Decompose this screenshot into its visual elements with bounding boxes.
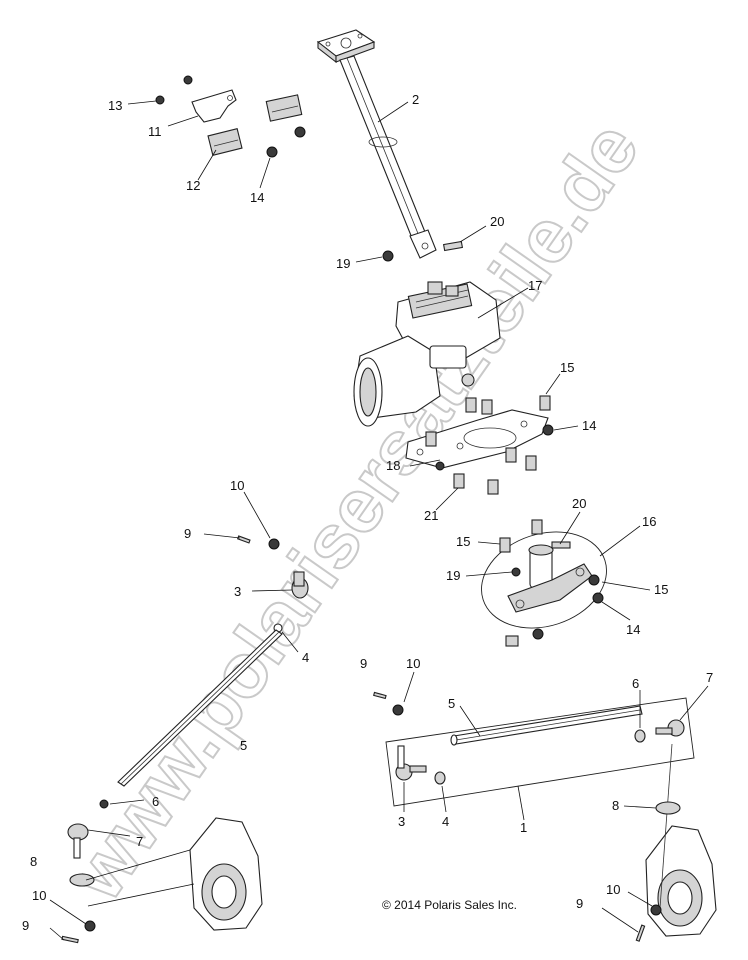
callout-15: 15 (456, 534, 470, 549)
callout-19: 19 (446, 568, 460, 583)
callout-7: 7 (706, 670, 713, 685)
callout-3: 3 (398, 814, 405, 829)
callout-19: 19 (336, 256, 350, 271)
callout-9: 9 (576, 896, 583, 911)
watermark: www.polarisersatzteile.de (54, 107, 656, 915)
steering-column (316, 29, 437, 259)
callout-3: 3 (234, 584, 241, 599)
callout-16: 16 (642, 514, 656, 529)
callout-17: 17 (528, 278, 542, 293)
callout-15: 15 (654, 582, 668, 597)
left-knuckle (61, 817, 263, 944)
right-knuckle (635, 743, 717, 942)
bolt-20 (442, 240, 464, 252)
callout-10: 10 (406, 656, 420, 671)
pitman-arm-assembly (481, 519, 607, 647)
mounting-plate (405, 395, 554, 495)
copyright-notice: © 2014 Polaris Sales Inc. (382, 898, 517, 912)
callout-15: 15 (560, 360, 574, 375)
callout-21: 21 (424, 508, 438, 523)
callout-9: 9 (22, 918, 29, 933)
callout-8: 8 (612, 798, 619, 813)
eps-unit (353, 281, 501, 427)
callout-4: 4 (302, 650, 309, 665)
callout-8: 8 (30, 854, 37, 869)
right-tie-rod-assembly (373, 691, 695, 807)
callout-9: 9 (360, 656, 367, 671)
callout-10: 10 (230, 478, 244, 493)
callout-5: 5 (448, 696, 455, 711)
callouts: 1 2 3 3 4 4 5 5 6 6 7 7 8 8 9 9 9 9 10 1… (22, 92, 713, 933)
callout-10: 10 (32, 888, 46, 903)
clamp-hardware (155, 75, 306, 158)
callout-20: 20 (490, 214, 504, 229)
callout-13: 13 (108, 98, 122, 113)
callout-9: 9 (184, 526, 191, 541)
callout-7: 7 (136, 834, 143, 849)
callout-14: 14 (250, 190, 264, 205)
callout-6: 6 (632, 676, 639, 691)
left-tie-rod (67, 535, 309, 887)
callout-2: 2 (412, 92, 419, 107)
callout-14: 14 (626, 622, 640, 637)
callout-6: 6 (152, 794, 159, 809)
callout-11: 11 (148, 124, 162, 139)
callout-18: 18 (386, 458, 400, 473)
nut-19 (382, 250, 394, 262)
callout-14: 14 (582, 418, 596, 433)
callout-20: 20 (572, 496, 586, 511)
callout-4: 4 (442, 814, 449, 829)
callout-12: 12 (186, 178, 200, 193)
callout-1: 1 (520, 820, 527, 835)
callout-10: 10 (606, 882, 620, 897)
leader-lines (49, 100, 709, 941)
callout-5: 5 (240, 738, 247, 753)
